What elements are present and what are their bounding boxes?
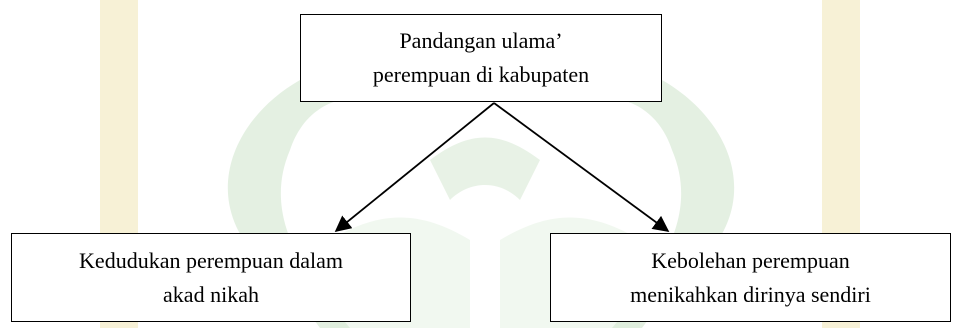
root-node-box: Pandangan ulama’ perempuan di kabupaten xyxy=(300,14,662,102)
child-node-right-box: Kebolehan perempuan menikahkan dirinya s… xyxy=(550,233,951,322)
root-node-line2: perempuan di kabupaten xyxy=(372,62,590,87)
arrow-to-right-box xyxy=(493,102,670,232)
child-node-right-line1: Kebolehan perempuan xyxy=(651,247,850,273)
child-node-left-line1: Kedudukan perempuan dalam xyxy=(79,247,343,273)
child-node-left-line2: akad nikah xyxy=(163,281,259,307)
arrow-to-left-box xyxy=(334,102,495,233)
child-node-right-line2: menikahkan dirinya sendiri xyxy=(630,281,871,307)
child-node-left-box: Kedudukan perempuan dalam akad nikah xyxy=(11,233,411,322)
root-node-line1: Pandangan ulama’ xyxy=(399,28,563,53)
